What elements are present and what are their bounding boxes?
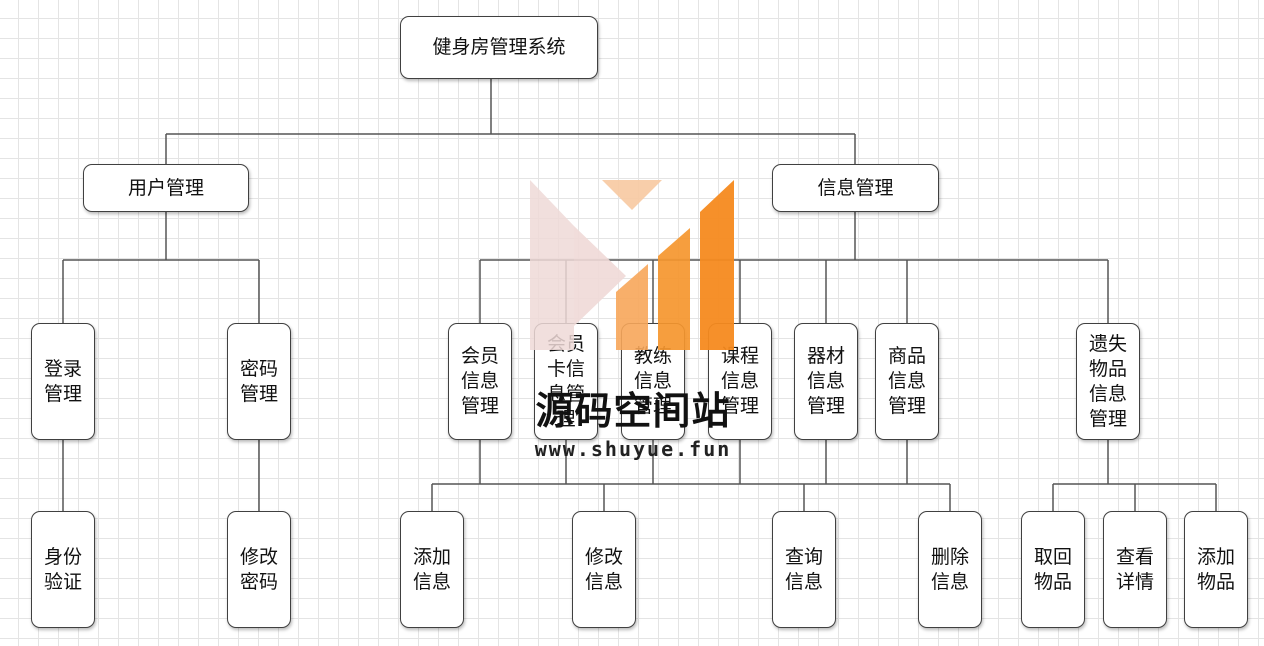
node-member-info: 会员信息管理	[448, 323, 512, 440]
node-view-details: 查看详情	[1103, 511, 1167, 628]
node-query-info: 查询信息	[772, 511, 836, 628]
node-retrieve-items: 取回物品	[1021, 511, 1085, 628]
node-delete-info: 删除信息	[918, 511, 982, 628]
node-user-management: 用户管理	[83, 164, 249, 212]
watermark-title: 源码空间站	[535, 389, 731, 433]
node-password-management: 密码管理	[227, 323, 291, 440]
node-edit-info: 修改信息	[572, 511, 636, 628]
watermark-url: www.shuyue.fun	[534, 437, 732, 461]
node-info-management: 信息管理	[772, 164, 939, 212]
node-add-items: 添加物品	[1184, 511, 1248, 628]
node-change-password: 修改密码	[227, 511, 291, 628]
node-root: 健身房管理系统	[400, 16, 598, 79]
node-lost-items-info: 遗失物品信息管理	[1076, 323, 1140, 440]
node-equipment-info: 器材信息管理	[794, 323, 858, 440]
node-login-management: 登录管理	[31, 323, 95, 440]
node-identity-verification: 身份验证	[31, 511, 95, 628]
node-add-info: 添加信息	[400, 511, 464, 628]
node-goods-info: 商品信息管理	[875, 323, 939, 440]
watermark-logo-icon	[530, 180, 734, 350]
